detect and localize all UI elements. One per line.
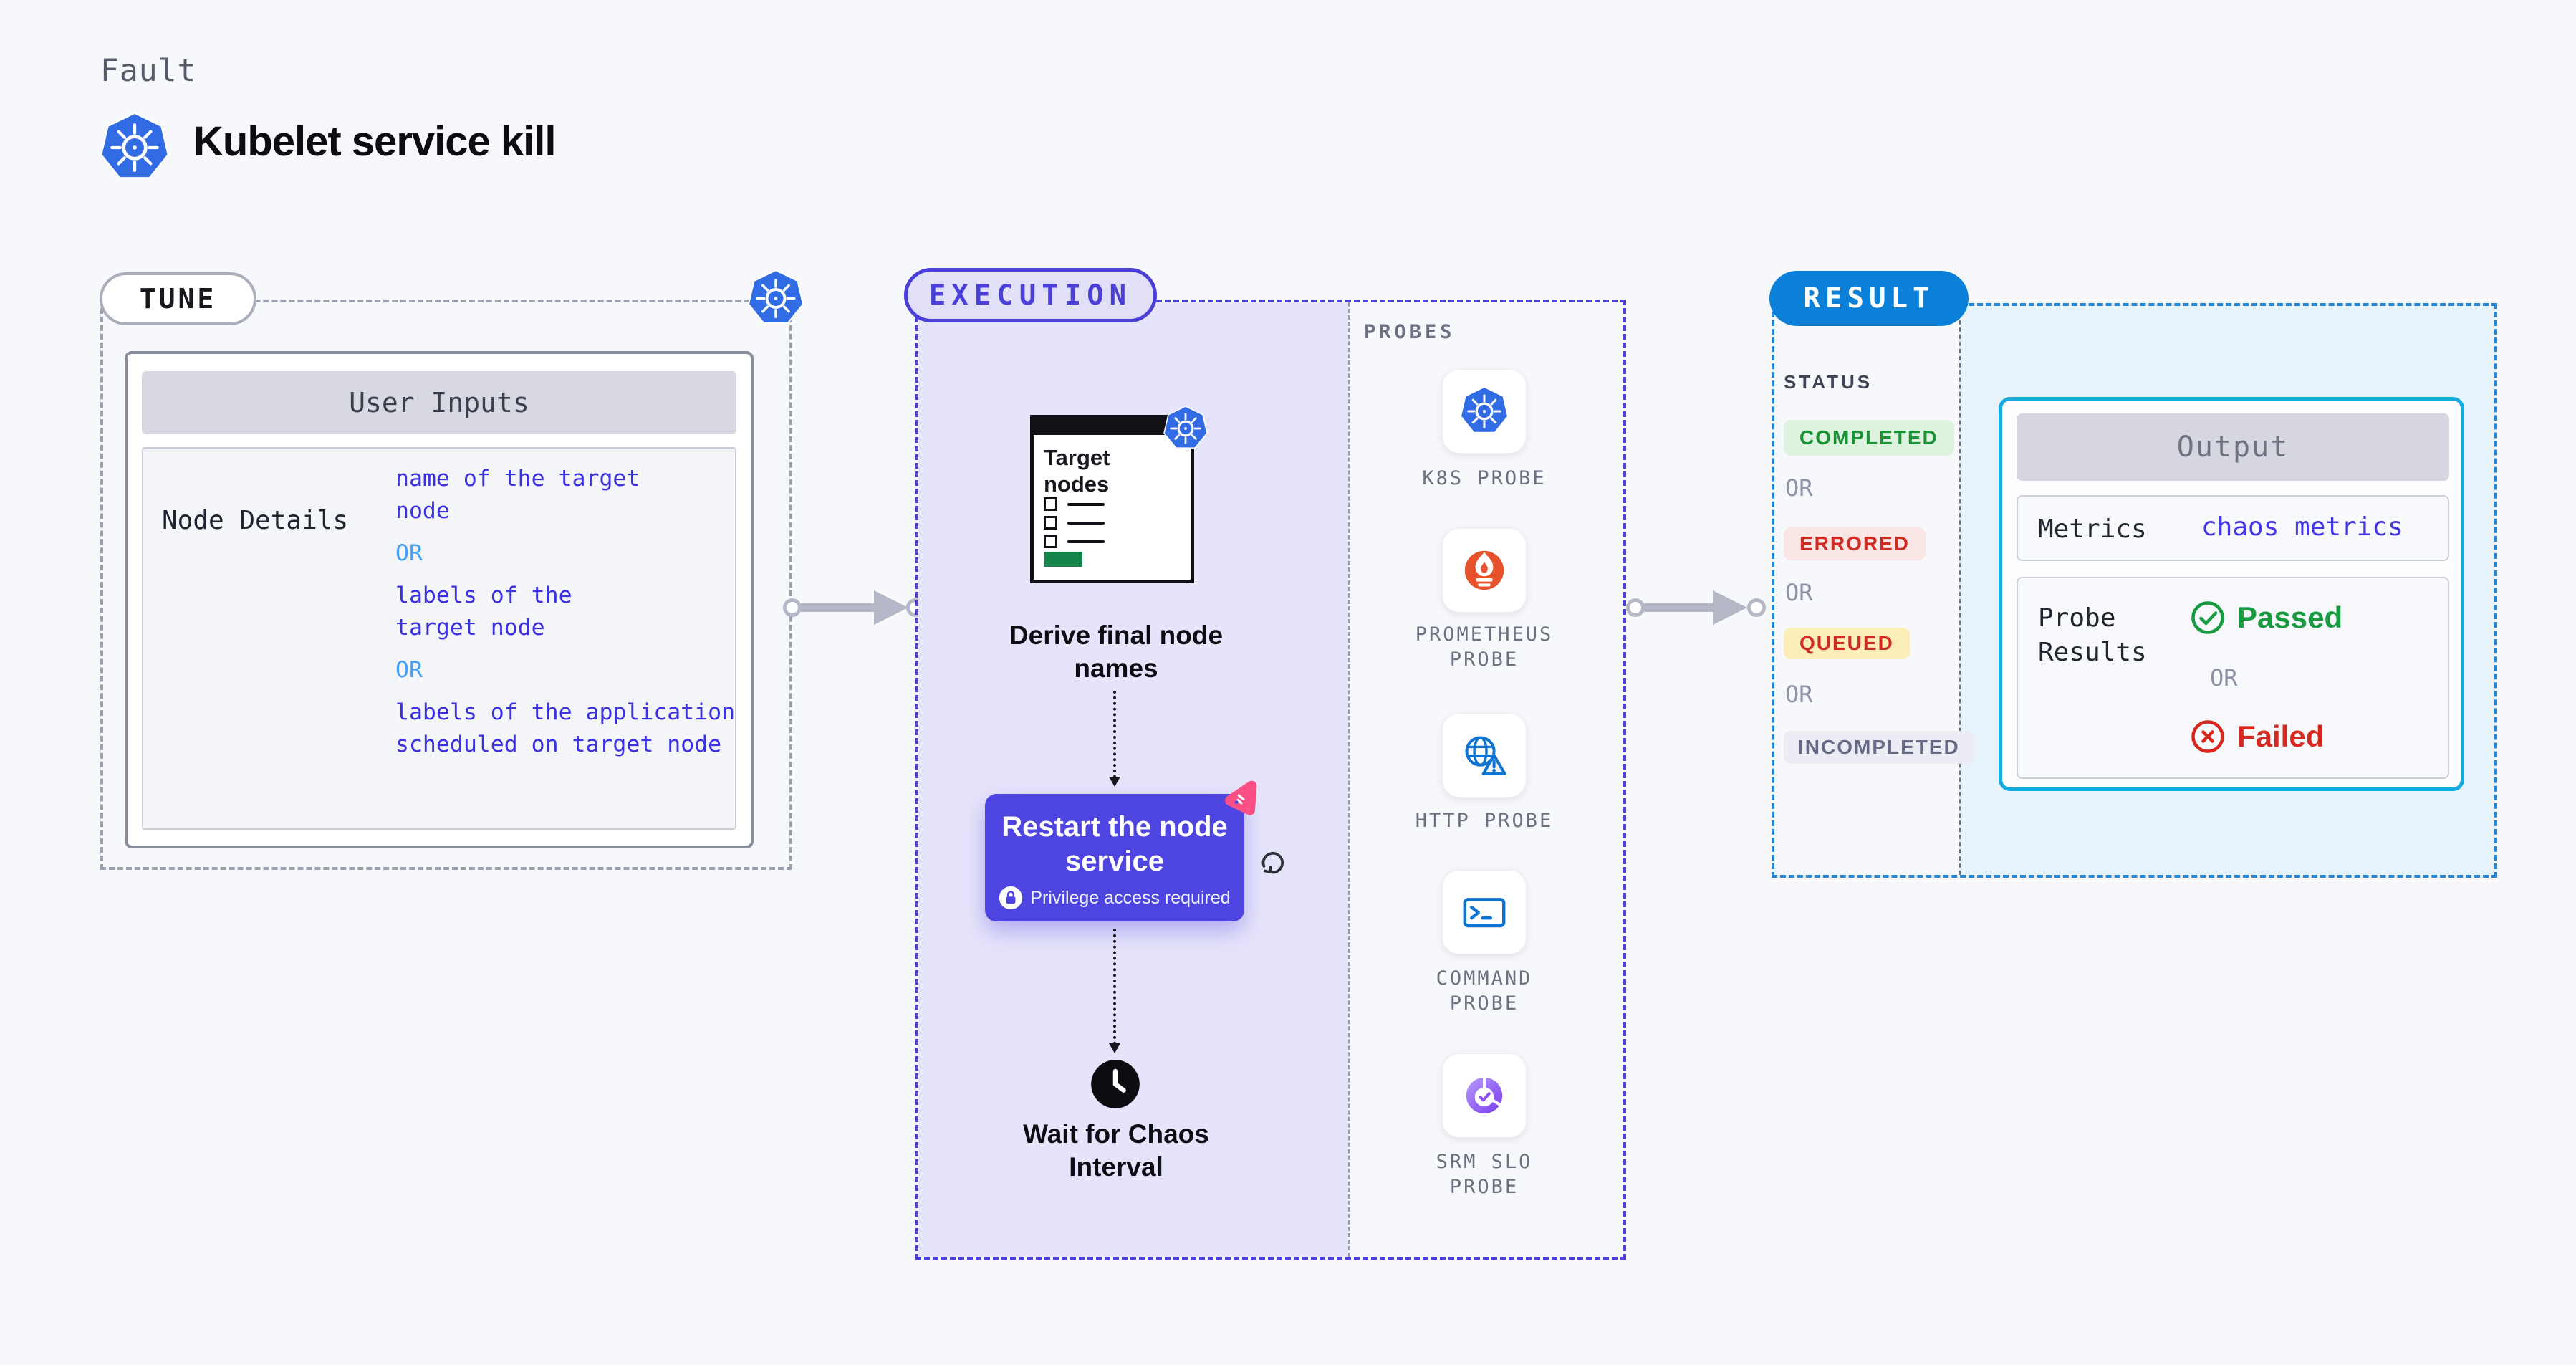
page-title: Kubelet service kill — [193, 118, 556, 165]
lock-icon — [999, 886, 1023, 910]
probe-card-prometheus — [1442, 528, 1527, 613]
tune-section-label: TUNE — [100, 272, 256, 325]
probe-label: K8S PROBE — [1422, 467, 1547, 489]
list-line — [1067, 521, 1105, 525]
refresh-icon — [1255, 846, 1288, 878]
value-app-labels: labels of the application scheduled on t… — [395, 699, 736, 757]
privilege-badge: Privilege access required — [985, 886, 1244, 910]
value-node-labels: labels of the target node — [395, 583, 572, 641]
result-section-label: RESULT — [1769, 271, 1969, 326]
metrics-label: Metrics — [2038, 514, 2147, 544]
list-line — [1067, 502, 1105, 506]
target-nodes-title: Target nodes — [1044, 445, 1110, 497]
flow-arrow — [1109, 691, 1120, 787]
step-derive-label: Derive final node names — [1009, 621, 1224, 683]
arrow-head — [874, 590, 908, 625]
probes-divider — [1348, 302, 1350, 1257]
arrow-head — [1109, 777, 1120, 787]
arrow-head — [1109, 1043, 1120, 1053]
user-inputs-header: User Inputs — [142, 371, 736, 434]
probe-card-k8s — [1442, 369, 1527, 454]
checkbox-icon — [1044, 497, 1057, 511]
status-heading: STATUS — [1784, 371, 1873, 393]
kubernetes-icon — [100, 112, 169, 183]
metrics-row: Metrics chaos metrics — [2017, 495, 2449, 561]
probe-results-label: Probe Results — [2038, 603, 2147, 667]
user-inputs-panel: User Inputs Node Details name of the tar… — [125, 351, 754, 848]
or-separator: OR — [1785, 681, 1813, 708]
x-circle-icon — [2190, 719, 2226, 755]
step-wait-label: Wait for Chaos Interval — [1023, 1119, 1209, 1182]
slo-donut-check-icon — [1460, 1071, 1509, 1121]
probe-results-row: Probe Results Passed OR Failed — [2017, 577, 2449, 779]
probes-heading: PROBES — [1364, 321, 1456, 343]
terminal-icon — [1460, 887, 1509, 937]
prometheus-icon — [1460, 545, 1509, 595]
passed-result: Passed — [2190, 600, 2342, 636]
probe-label: COMMAND PROBE — [1436, 967, 1533, 1015]
green-button-shape — [1044, 552, 1082, 567]
clock-icon — [1090, 1058, 1141, 1110]
restart-node-service-step: Restart the node service Privilege acces… — [985, 794, 1244, 921]
kubernetes-icon — [1460, 386, 1509, 436]
status-badge-incompleted: INCOMPLETED — [1784, 731, 1974, 764]
node-details-values: name of the target node OR labels of the… — [395, 463, 748, 761]
status-badge-queued: QUEUED — [1784, 628, 1910, 659]
or-separator: OR — [1785, 474, 1813, 502]
or-separator: OR — [1785, 579, 1813, 606]
privilege-note: Privilege access required — [1030, 887, 1231, 908]
http-globe-warning-icon — [1460, 730, 1509, 780]
probe-label: SRM SLO PROBE — [1436, 1151, 1533, 1198]
result-divider — [1959, 306, 1961, 875]
list-line — [1067, 540, 1105, 543]
probe-label: PROMETHEUS PROBE — [1415, 623, 1554, 671]
or-separator: OR — [2210, 664, 2238, 691]
passed-text: Passed — [2237, 600, 2343, 634]
checkbox-icon — [1044, 535, 1057, 548]
target-nodes-card: Target nodes — [1030, 415, 1194, 583]
arrow-line — [799, 603, 875, 612]
probe-card-command — [1442, 870, 1527, 954]
status-badge-errored: ERRORED — [1784, 527, 1926, 560]
failed-result: Failed — [2190, 719, 2324, 755]
restart-step-title: Restart the node service — [1001, 811, 1228, 877]
check-circle-icon — [2190, 600, 2226, 636]
probe-card-http — [1442, 713, 1527, 798]
or-separator: OR — [395, 657, 423, 683]
connector-dot — [1747, 598, 1766, 617]
fault-eyebrow: Fault — [100, 53, 197, 89]
tune-section-box — [100, 300, 792, 870]
output-header: Output — [2017, 413, 2449, 481]
status-badge-completed: COMPLETED — [1784, 420, 1954, 456]
checkbox-icon — [1044, 516, 1057, 530]
output-panel: Output Metrics chaos metrics Probe Resul… — [1999, 397, 2464, 791]
probe-label: HTTP PROBE — [1415, 810, 1554, 832]
arrow-line — [1643, 603, 1714, 612]
arrow-head — [1713, 590, 1747, 625]
failed-text: Failed — [2237, 719, 2325, 753]
node-details-label: Node Details — [162, 506, 349, 535]
metrics-value: chaos metrics — [2201, 512, 2403, 542]
probe-card-srm-slo — [1442, 1053, 1527, 1138]
value-node-name: name of the target node — [395, 466, 640, 524]
node-checklist — [1044, 497, 1105, 553]
node-details-row: Node Details name of the target node OR … — [142, 447, 736, 830]
execution-section-label: EXECUTION — [904, 268, 1157, 322]
or-separator: OR — [395, 540, 423, 566]
flow-arrow — [1109, 929, 1120, 1053]
kubernetes-icon — [748, 269, 804, 327]
chaos-icon — [1216, 778, 1259, 821]
kubernetes-icon — [1163, 406, 1208, 451]
